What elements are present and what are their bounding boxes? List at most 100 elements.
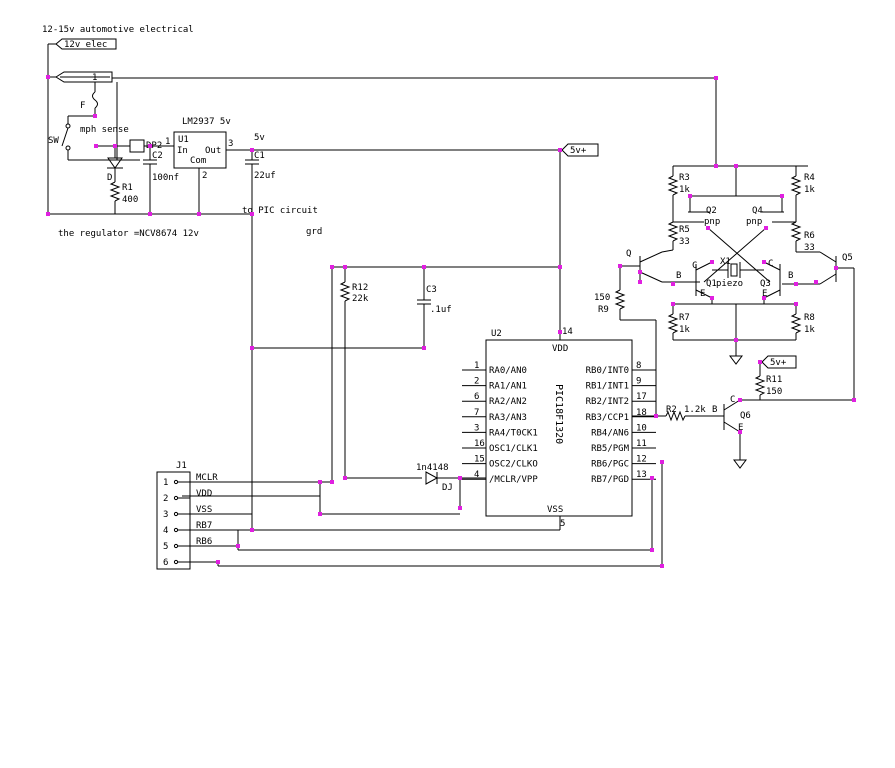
junction-dot: [638, 270, 642, 274]
resistor-r5: [667, 221, 679, 242]
u1-in-label: In: [177, 146, 188, 156]
resistor-r3: [667, 175, 679, 196]
q3-b-label: B: [788, 271, 793, 281]
junction-dot: [343, 476, 347, 480]
pic-right-pin-label: RB3/CCP1: [586, 413, 629, 423]
flag-5v: [561, 143, 599, 157]
junction-dot: [94, 144, 98, 148]
r11-name: R11: [766, 375, 782, 385]
piezo-driver: R3 1k R4 1k Q2 pnp Q4 pnp R5 33 R6 33: [594, 165, 855, 469]
junction-dot: [46, 75, 50, 79]
pic-right-pin-number: 10: [636, 423, 647, 433]
piezo-x1-label: X1: [720, 257, 731, 267]
q-left-name: Q: [626, 249, 631, 259]
junction-dot: [558, 148, 562, 152]
r1-value: 400: [122, 195, 138, 205]
junction-dot: [330, 265, 334, 269]
c2-name: C2: [152, 151, 163, 161]
r9-value: 150: [594, 293, 610, 303]
j1-pin-number: 1: [163, 478, 168, 488]
q1-e-label: E: [700, 289, 705, 299]
q3-name: Q3: [760, 279, 771, 289]
junction-dot: [250, 346, 254, 350]
u1-out-label: Out: [205, 146, 221, 156]
pic-right-pin-number: 18: [636, 408, 647, 418]
flag-5v-driver: [761, 355, 797, 369]
j1-pin-label: RB7: [196, 521, 212, 531]
pic-left-pin-label: RA4/T0CK1: [489, 428, 538, 438]
pic-left-pin-number: 1: [474, 361, 479, 371]
diode-name: DJ: [442, 483, 453, 493]
junction-dot: [250, 148, 254, 152]
pic-vss-label: VSS: [547, 505, 563, 515]
junction-dot: [794, 302, 798, 306]
resistor-r12: [339, 281, 351, 302]
pic-right-pin-label: RB4/AN6: [591, 428, 629, 438]
pic-left-pin-label: RA0/AN0: [489, 366, 527, 376]
j1-pin-hole: [173, 495, 179, 501]
pic-left-pin-label: /MCLR/VPP: [489, 475, 538, 485]
junction-dot: [834, 266, 838, 270]
r6-name: R6: [804, 231, 815, 241]
r5-name: R5: [679, 225, 690, 235]
r4-value: 1k: [804, 185, 815, 195]
resistor-r11: [754, 375, 766, 396]
junction-dot: [458, 476, 462, 480]
pic-left-pin-number: 2: [474, 377, 479, 387]
r12-value: 22k: [352, 294, 369, 304]
resistor-r6: [790, 221, 802, 242]
q6-e-label: E: [738, 423, 743, 433]
flag-5v-driver-label: 5v+: [770, 358, 787, 368]
pic-left-pin-label: RA3/AN3: [489, 413, 527, 423]
c2-value: 100nf: [152, 173, 179, 183]
junction-dots: [46, 75, 856, 568]
junction-dot: [714, 76, 718, 80]
supply-title: 12-15v automotive electrical: [42, 25, 194, 35]
resistor-r2: [665, 410, 686, 422]
junction-dot: [250, 528, 254, 532]
c3-name: C3: [426, 285, 437, 295]
pic-right-pin-number: 9: [636, 377, 641, 387]
junction-dot: [618, 264, 622, 268]
pic-right-pin-label: RB6/PGC: [591, 460, 629, 470]
u1-pin1: 1: [165, 137, 170, 147]
c1-value: 22uf: [254, 171, 276, 181]
junction-dot: [148, 144, 152, 148]
pic-body: [485, 339, 633, 517]
pic-part-label: PIC18F1320: [553, 384, 564, 444]
pic-right-pin-label: RB2/INT2: [586, 397, 629, 407]
junction-dot: [762, 296, 766, 300]
flag-12v-elec-label: 12v elec: [64, 40, 107, 50]
junction-dot: [650, 548, 654, 552]
pic-right-pin-label: RB5/PGM: [591, 444, 630, 454]
pic-right-pin-number: 13: [636, 470, 647, 480]
pic-right-pin-number: 11: [636, 439, 647, 449]
junction-dot: [318, 480, 322, 484]
regulator-note: the regulator =NCV8674 12v: [58, 229, 199, 239]
q2-name: Q2: [706, 206, 717, 216]
junction-dot: [197, 212, 201, 216]
junction-dot: [762, 260, 766, 264]
j1-pin-label: RB6: [196, 537, 212, 547]
r11-value: 150: [766, 387, 782, 397]
regulator-type: LM2937 5v: [182, 117, 231, 127]
flag-12v-elec: [55, 38, 117, 50]
junction-dot: [650, 476, 654, 480]
junction-dot: [330, 480, 334, 484]
resistor-r4: [790, 175, 802, 196]
junction-dot: [422, 346, 426, 350]
switch-label: SW: [48, 136, 59, 146]
resistor-r7: [667, 313, 679, 334]
r8-value: 1k: [804, 325, 815, 335]
r7-value: 1k: [679, 325, 690, 335]
junction-dot: [738, 398, 742, 402]
j1-pin-number: 4: [163, 526, 168, 536]
pic-right-pin-label: RB7/PGD: [591, 475, 629, 485]
junction-dot: [638, 280, 642, 284]
junction-dot: [688, 194, 692, 198]
junction-dot: [148, 212, 152, 216]
grd-label: grd: [306, 227, 322, 237]
